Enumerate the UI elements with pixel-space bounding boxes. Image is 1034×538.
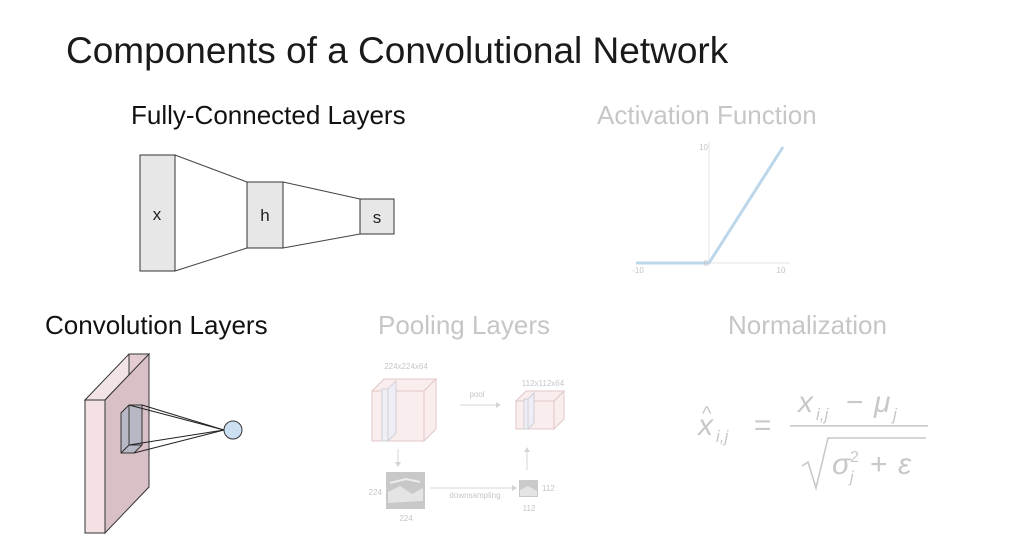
svg-text:+: + (870, 448, 888, 481)
pool-in-dim-bottom: 224 (399, 514, 413, 523)
fc-box-s (359, 198, 395, 235)
pool-label: pool (469, 390, 484, 399)
pool-in-dim-left: 224 (369, 488, 383, 497)
conv-output-node (223, 420, 243, 440)
svg-text:=: = (754, 409, 772, 442)
relu-y-tick: 10 (699, 143, 708, 152)
normalization-title: Normalization (728, 310, 887, 340)
conv-slab-front (84, 399, 106, 534)
svg-text:i,j: i,j (816, 405, 830, 424)
relu-x-tick: 0 (704, 259, 709, 268)
svg-text:j: j (891, 405, 898, 424)
fully-connected-title: Fully-Connected Layers (131, 100, 406, 130)
fc-box-x (139, 154, 176, 272)
fc-label-x: x (153, 205, 162, 224)
fc-connector (174, 154, 248, 183)
fc-label-h: h (260, 206, 269, 225)
pool-out-dim-right: 112 (542, 484, 555, 493)
pooling-diagram: 224x224x64 pool 112x112x64 224 224 downs… (369, 362, 566, 523)
activation-title: Activation Function (597, 100, 817, 130)
svg-text:i,j: i,j (716, 427, 730, 446)
svg-text:j: j (848, 469, 854, 486)
svg-text:μ: μ (873, 386, 890, 419)
fully-connected-diagram: x h s (139, 154, 395, 272)
normalization-formula: x ^ i,j = x i,j − μ j σ 2 j + ε (696, 386, 928, 492)
relu-x-tick: 10 (777, 266, 786, 275)
fc-connector (174, 247, 248, 272)
svg-text:x: x (796, 386, 814, 419)
slide-title: Components of a Convolutional Network (66, 30, 729, 71)
svg-text:x: x (696, 409, 714, 442)
pool-output-size: 112x112x64 (522, 379, 565, 388)
svg-text:ε: ε (898, 448, 912, 481)
pool-out-dim-bottom: 112 (523, 504, 536, 513)
relu-plot: 10 -10 0 10 (632, 142, 790, 275)
svg-text:^: ^ (702, 403, 712, 425)
pooling-title: Pooling Layers (378, 310, 550, 340)
svg-text:−: − (846, 386, 864, 419)
convolution-diagram (83, 352, 243, 535)
fc-box-h (246, 181, 284, 249)
fc-label-s: s (373, 208, 382, 227)
fc-connector (282, 181, 361, 200)
pool-input-size: 224x224x64 (384, 362, 428, 371)
relu-line (636, 146, 785, 265)
svg-text:σ: σ (832, 448, 852, 481)
fc-connector (282, 233, 361, 249)
conv-filter (120, 404, 143, 454)
convolution-title: Convolution Layers (45, 310, 268, 340)
svg-text:2: 2 (850, 449, 859, 466)
relu-x-tick: -10 (632, 266, 644, 275)
downsampling-label: downsampling (449, 491, 500, 500)
